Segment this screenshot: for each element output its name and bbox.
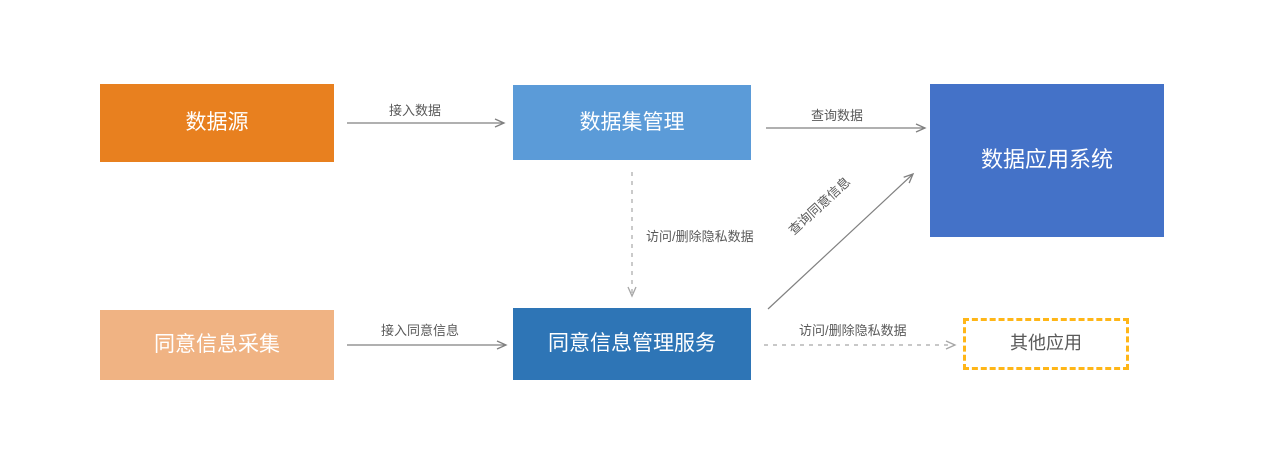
- edge-label-ingest-consent: 接入同意信息: [381, 323, 460, 338]
- node-other-applications[interactable]: 其他应用: [963, 318, 1129, 370]
- node-other-applications-label: 其他应用: [1010, 333, 1082, 354]
- node-consent-management-service-label: 同意信息管理服务: [548, 332, 716, 356]
- edge-label-query-data: 查询数据: [811, 108, 864, 123]
- node-data-application-system[interactable]: 数据应用系统: [930, 84, 1164, 237]
- node-data-application-system-label: 数据应用系统: [980, 147, 1113, 173]
- node-consent-collection[interactable]: 同意信息采集: [100, 310, 334, 380]
- edge-label-access-delete-rightward: 访问/删除隐私数据: [799, 323, 907, 338]
- node-dataset-management[interactable]: 数据集管理: [513, 85, 751, 160]
- edge-label-ingest-data: 接入数据: [389, 103, 442, 118]
- node-dataset-management-label: 数据集管理: [579, 110, 685, 134]
- node-data-source-label: 数据源: [185, 111, 249, 135]
- edge-query-consent: [767, 172, 915, 310]
- node-consent-management-service[interactable]: 同意信息管理服务: [513, 308, 751, 380]
- edge-label-access-delete-downward: 访问/删除隐私数据: [646, 229, 754, 244]
- node-consent-collection-label: 同意信息采集: [154, 333, 280, 357]
- node-data-source[interactable]: 数据源: [100, 84, 334, 162]
